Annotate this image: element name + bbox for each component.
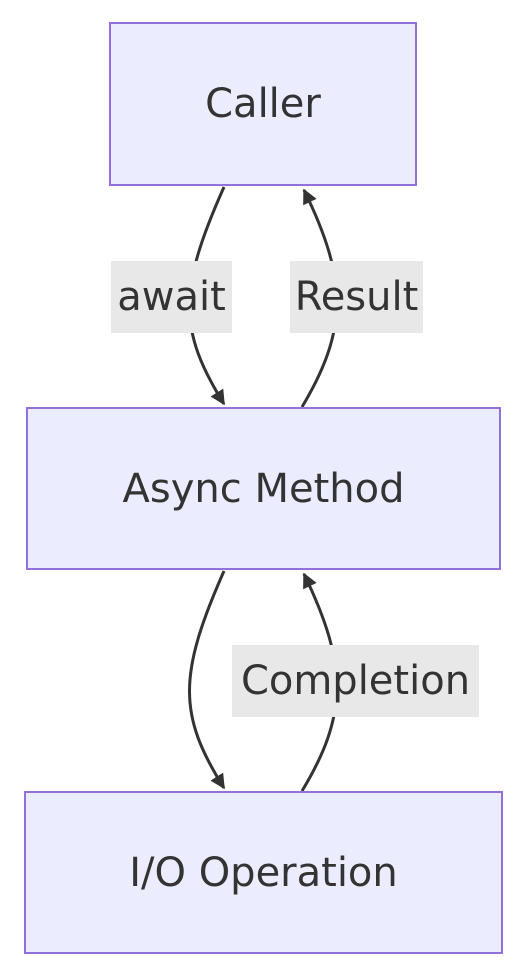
io-operation-node: I/O Operation — [24, 791, 503, 954]
async-method-node-label: Async Method — [122, 465, 405, 512]
edge-label-await: await — [111, 261, 232, 333]
caller-node: Caller — [109, 22, 417, 186]
edge-call-io-arrow — [188, 570, 226, 790]
io-operation-node-label: I/O Operation — [129, 849, 398, 896]
async-method-node: Async Method — [26, 407, 501, 570]
caller-node-label: Caller — [205, 81, 321, 127]
edge-label-result: Result — [290, 261, 423, 333]
edge-label-completion: Completion — [232, 645, 479, 717]
